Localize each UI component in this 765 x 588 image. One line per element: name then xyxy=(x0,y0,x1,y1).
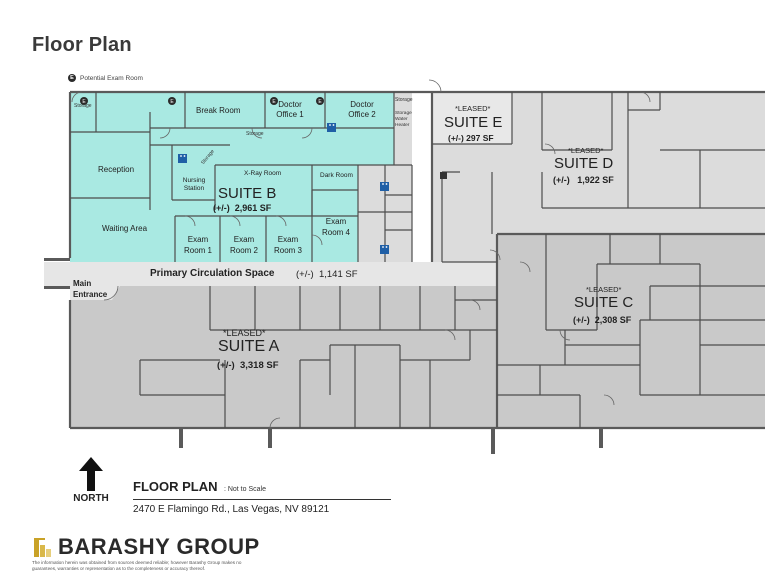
room-xray: X-Ray Room xyxy=(244,170,282,177)
svg-text:E: E xyxy=(170,99,174,105)
suite-d-status: *LEASED* xyxy=(568,146,604,155)
main-entrance-line2: Entrance xyxy=(73,290,108,299)
room-exam-2-line1: Exam xyxy=(233,235,255,244)
caption-scale: : Not to Scale xyxy=(223,486,266,493)
suite-a-area-label: (+/-) 3,318 SF xyxy=(217,360,279,371)
room-exam-3-line1: Exam xyxy=(277,235,299,244)
circulation-area-label: (+/-) 1,141 SF xyxy=(296,269,358,280)
svg-text:E: E xyxy=(272,99,276,105)
room-doctor-office-2-line2: Office 2 xyxy=(348,110,376,119)
suite-e-area xyxy=(432,92,512,144)
barashy-logo-icon xyxy=(34,538,51,557)
room-exam-2-line2: Room 2 xyxy=(229,246,258,255)
room-exam-1-line1: Exam xyxy=(187,235,209,244)
room-doctor-office-2-line1: Doctor xyxy=(350,100,374,109)
suite-c-status: *LEASED* xyxy=(586,285,622,294)
room-exam-4-line1: Exam xyxy=(325,217,347,226)
room-doctor-office-1: Doctor Office 1 xyxy=(270,100,310,120)
page-title: Floor Plan xyxy=(32,34,132,56)
suite-c-area-label: (+/-) 2,308 SF xyxy=(573,315,632,325)
suite-b-area-label: (+/-) 2,961 SF xyxy=(213,203,272,213)
main-entrance-line1: Main xyxy=(73,279,92,288)
room-doctor-office-1-line1: Doctor xyxy=(278,100,302,109)
room-nursing-station: Nursing Station xyxy=(176,177,212,193)
suite-c-name: SUITE C xyxy=(574,294,634,311)
disclaimer: The information herein was obtained from… xyxy=(32,560,242,571)
room-break-room: Break Room xyxy=(196,106,241,115)
room-exam-4-line2: Room 4 xyxy=(321,228,350,237)
room-exam-3: Exam Room 3 xyxy=(268,234,308,256)
suite-a-area xyxy=(70,286,497,428)
room-exam-4: Exam Room 4 xyxy=(314,216,358,238)
svg-text:E: E xyxy=(318,99,322,105)
room-storage-right: Storage xyxy=(395,97,413,103)
room-storage-water-heater-line3: Heater xyxy=(395,123,410,128)
north-label: NORTH xyxy=(73,493,109,504)
suite-e-status: *LEASED* xyxy=(455,104,491,113)
room-doctor-office-1-line2: Office 1 xyxy=(276,110,304,119)
room-exam-1-line2: Room 1 xyxy=(183,246,212,255)
caption-title: FLOOR PLAN xyxy=(133,479,218,494)
brand: BARASHY GROUP xyxy=(32,534,260,560)
room-nursing-station-line1: Nursing xyxy=(182,177,206,184)
floor-plan-caption: FLOOR PLAN : Not to Scale 2470 E Flaming… xyxy=(133,478,393,515)
exam-room-marker-icon: E xyxy=(68,74,76,82)
suite-a-status: *LEASED* xyxy=(223,328,266,338)
caption-rule xyxy=(133,499,391,500)
svg-text:E: E xyxy=(82,99,86,105)
room-storage-water-heater-line2: Water xyxy=(395,117,408,122)
room-exam-3-line2: Room 3 xyxy=(273,246,302,255)
exam-marker-icons: E E E E xyxy=(80,97,324,105)
room-storage-top-left: Storage xyxy=(74,103,92,109)
restroom-icons xyxy=(178,123,447,254)
suite-a-name: SUITE A xyxy=(218,338,280,355)
brand-name: BARASHY GROUP xyxy=(58,534,260,559)
suite-e-area-label: (+/-) 297 SF xyxy=(448,133,494,143)
room-doctor-office-2: Doctor Office 2 xyxy=(342,100,382,120)
room-storage-water-heater-line1: Storage xyxy=(395,111,412,116)
suite-e-name: SUITE E xyxy=(444,114,503,131)
main-entrance-label: Main Entrance xyxy=(73,278,107,300)
room-reception: Reception xyxy=(98,165,135,174)
legend-label: Potential Exam Room xyxy=(80,74,143,82)
suite-d-name: SUITE D xyxy=(554,155,614,172)
suite-b-area xyxy=(70,92,412,262)
primary-circulation-area xyxy=(44,262,497,300)
circulation-label: Primary Circulation Space xyxy=(150,268,275,279)
room-nursing-station-line2: Station xyxy=(183,185,205,192)
room-storage-water-heater: Storage Water Heater xyxy=(395,111,412,129)
room-exam-1: Exam Room 1 xyxy=(178,234,218,256)
legend: E Potential Exam Room xyxy=(68,74,143,82)
north-indicator: NORTH xyxy=(70,457,112,504)
room-dark-room: Dark Room xyxy=(320,172,353,179)
caption-address: 2470 E Flamingo Rd., Las Vegas, NV 89121 xyxy=(133,504,330,515)
room-storage-mid: Storage xyxy=(246,131,264,137)
north-arrow-icon xyxy=(79,457,103,491)
suite-b-name: SUITE B xyxy=(218,185,277,202)
room-storage-small: Storage xyxy=(200,148,216,166)
room-exam-2: Exam Room 2 xyxy=(224,234,264,256)
room-waiting-area: Waiting Area xyxy=(102,224,148,233)
suite-c-area xyxy=(497,234,765,428)
suite-d-area-label: (+/-) 1,922 SF xyxy=(553,175,614,185)
